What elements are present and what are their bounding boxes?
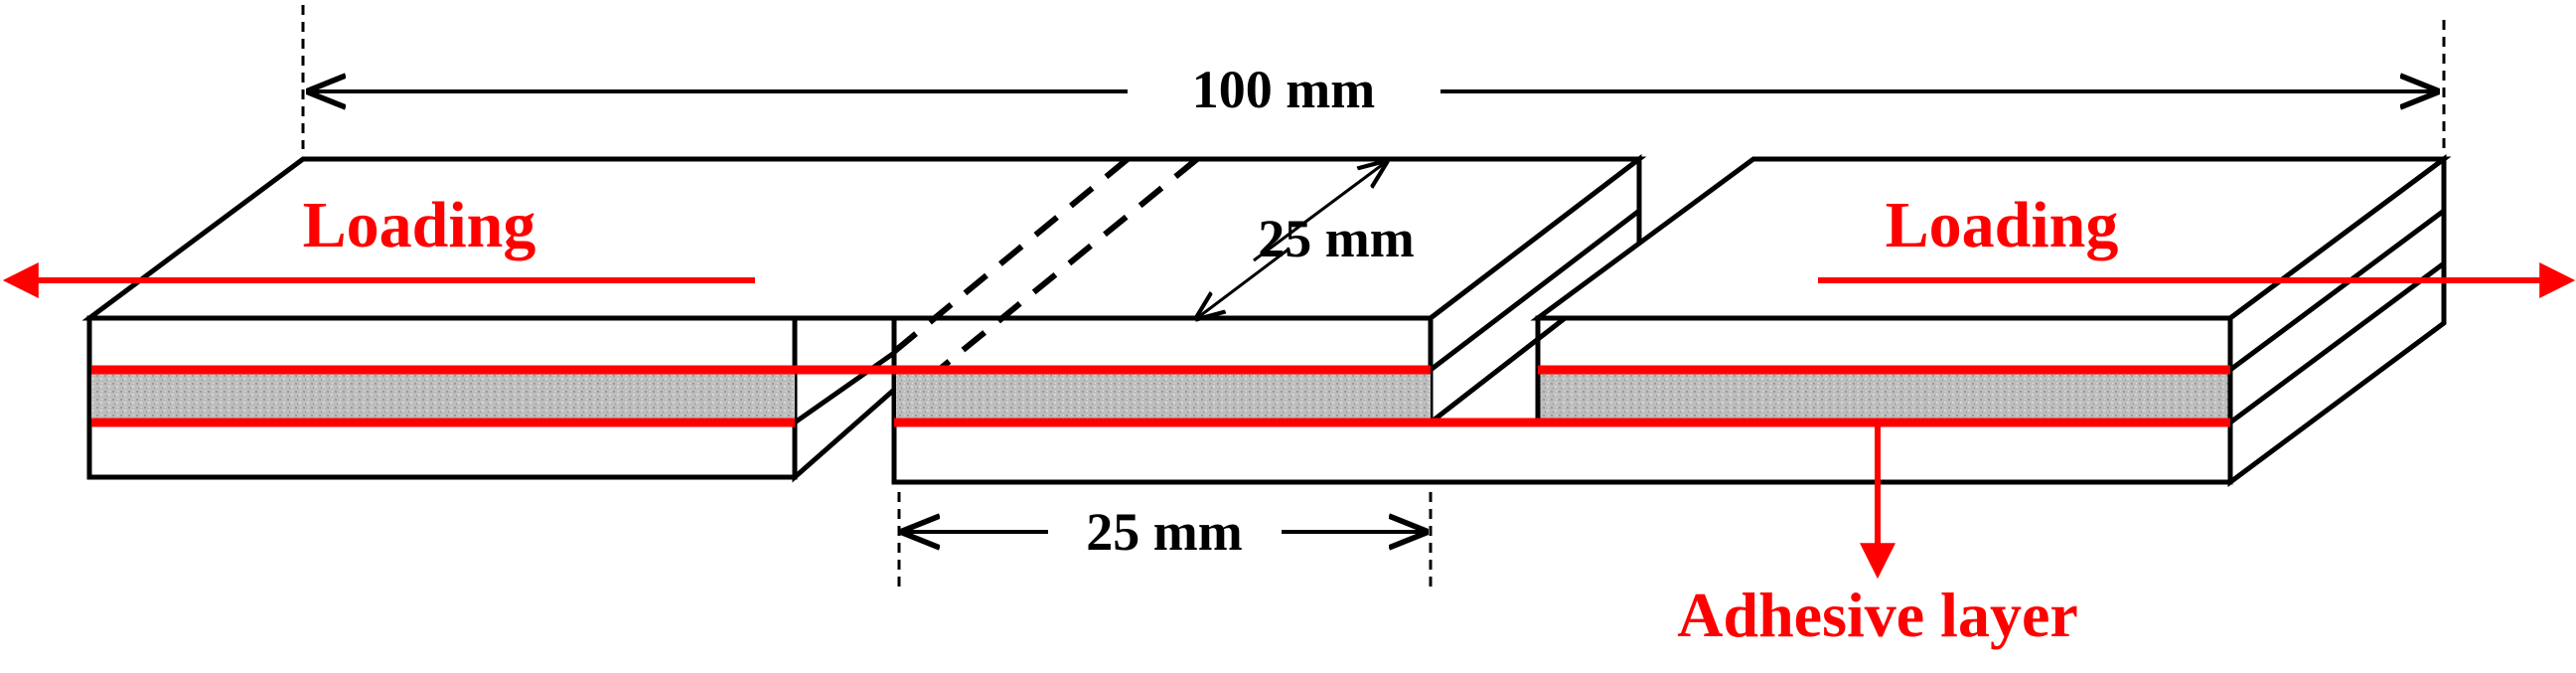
hidden-edge-2 — [937, 156, 1199, 373]
adhesive-strip-right — [1538, 370, 2230, 422]
hidden-edge-1 — [882, 156, 1130, 363]
adhesive-strip-middle — [896, 370, 1431, 422]
loading-right: Loading — [1818, 189, 2576, 298]
width-label: 25 mm — [1258, 209, 1414, 268]
dimension-width: 25 mm — [1197, 162, 1415, 318]
lower-adherend — [891, 420, 2233, 485]
dimension-overlap-length: 25 mm — [897, 492, 1433, 591]
adhesive-layer-label: Adhesive layer — [1677, 580, 2078, 650]
lower-adherend-front-face — [891, 420, 2233, 485]
adhesive-strip-left — [91, 370, 795, 422]
dimension-overall-length: 100 mm — [301, 5, 2446, 149]
loading-left: Loading — [2, 189, 755, 298]
adhesive-layer-callout: Adhesive layer — [1677, 425, 2078, 650]
right-adherend-side-face — [2227, 154, 2447, 487]
loading-left-label: Loading — [303, 189, 536, 261]
overlap-length-label: 25 mm — [1086, 502, 1242, 562]
loading-right-label: Loading — [1886, 189, 2119, 261]
overall-length-label: 100 mm — [1192, 60, 1375, 119]
